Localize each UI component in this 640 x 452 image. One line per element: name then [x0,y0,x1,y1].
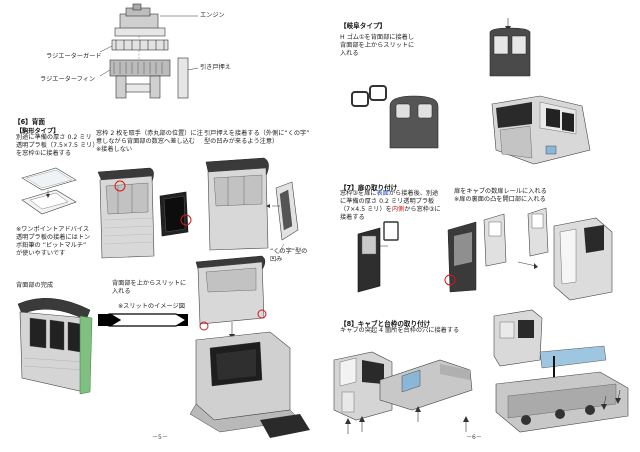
tip-text: ※ワンポイントアドバイス 透明プラ板の接着にはトン ボ鉛筆の “ピットマルチ” … [16,226,91,257]
gifu-instruction: H ゴム①を背面部に接着し 背面部を上からスリットに 入れる [340,34,415,57]
cab-instruction: キャブの突起 4 箇所を台枠の穴に接着する [340,327,460,334]
kuhou-type-title: 【駒形タイプ】 [16,128,60,135]
section-7-heading: 【7】扉の取り付け [340,184,398,192]
radiator-fin-label: ラジエーターフィン [40,76,96,83]
kuhou-instruction: 別途に準備の厚さ 0.2 ミリ 透明プラ板（7.5×7.5 ミリ） を窓枠①に接… [16,134,99,157]
radiator-guard-label: ラジエーターガード [46,53,102,60]
page-number-right: －6－ [466,434,482,441]
gifu-type-title: 【岐阜タイプ】 [340,22,387,30]
completed-back-label: 背面部の完成 [16,282,54,289]
slit-instruction: 背面部を上からスリットに 入れる [112,280,187,295]
rail-instruction: 扉をキャブの数扉レールに入れる ※扉の裏面の凸を開口部に入れる [454,188,547,203]
sliding-door-holder-label: 引き戸押え [200,64,231,71]
page-number-left: －5－ [152,434,168,441]
door-instruction: 窓枠③を扉に表面から接着後、別途 に準備の厚さ 0.2 ミリ透明プラ板 （7×4… [340,190,441,221]
section-6-heading: 【6】背面 [14,118,45,126]
kunoji-label: “くの字”型の 凹み [270,248,308,263]
holder-instruction: 引戸押えを接着する（外側に“くの字” 型の凹みが来るよう注意） [204,130,310,145]
section-8-heading: 【8】キャブと台枠の取り付け [340,320,431,328]
window-frame-instruction: 窓枠 2 枚を取手（赤丸部の位置）に注 意しながら背面部の数窓へ差し込む ※接着… [96,130,203,153]
engine-label: エンジン [200,12,225,19]
slit-image-label: ※スリットのイメージ図 [118,303,185,310]
